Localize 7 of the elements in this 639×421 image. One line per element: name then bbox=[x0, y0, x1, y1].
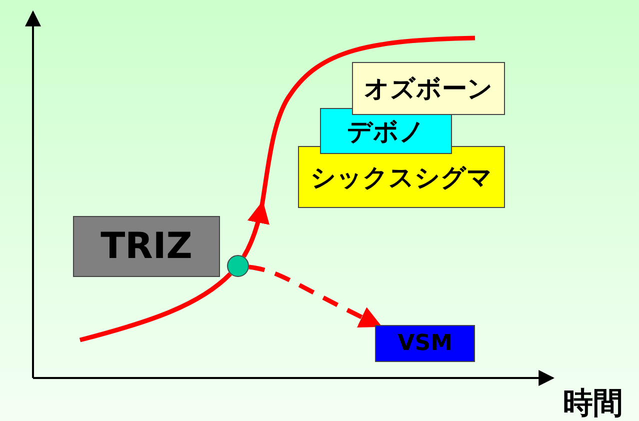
axis-label: 時間 bbox=[563, 385, 623, 421]
arrow bbox=[248, 264, 382, 328]
label-box: シックスシグマ bbox=[298, 146, 505, 208]
label-box: VSM bbox=[375, 325, 475, 362]
label-box: TRIZ bbox=[73, 216, 220, 277]
curve-line bbox=[79, 272, 232, 342]
label-box: オズボーン bbox=[352, 62, 505, 115]
